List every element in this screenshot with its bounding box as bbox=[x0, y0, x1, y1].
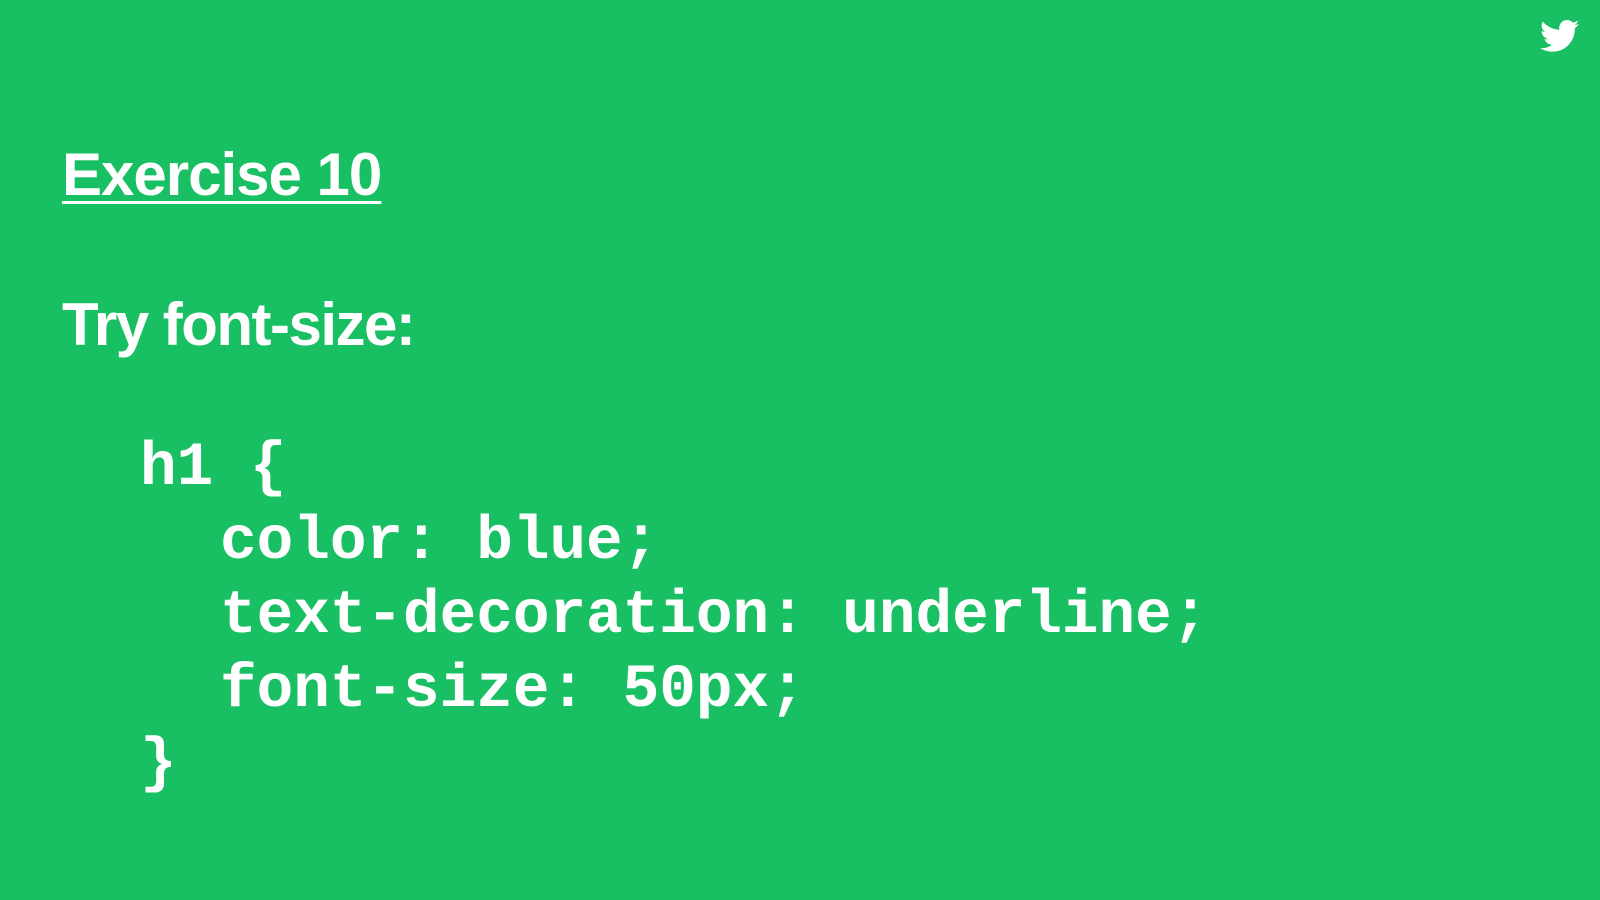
code-block: h1 { color: blue; text-decoration: under… bbox=[0, 0, 1208, 799]
twitter-bird-icon bbox=[1540, 20, 1580, 52]
code-line-color: color: blue; bbox=[220, 508, 660, 577]
code-line-font-size: font-size: 50px; bbox=[220, 656, 806, 725]
page-title: Exercise 10 bbox=[62, 141, 382, 208]
code-line-selector: h1 { bbox=[140, 434, 287, 503]
code-line-text-decoration: text-decoration: underline; bbox=[220, 582, 1209, 651]
subtitle: Try font-size: bbox=[62, 291, 416, 358]
code-line-closing-brace: } bbox=[140, 730, 177, 799]
